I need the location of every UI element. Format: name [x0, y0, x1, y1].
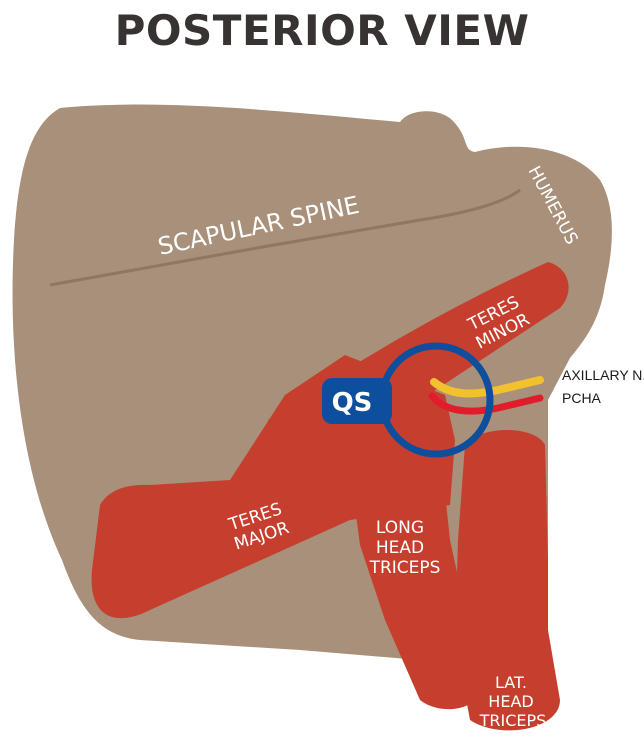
qs-label: QS	[332, 388, 373, 418]
long-head-line-2: HEAD	[376, 538, 424, 558]
long-head-line-3: TRICEPS	[369, 558, 441, 578]
lat-head-line-2: HEAD	[488, 692, 533, 711]
lat-head-line-3: TRICEPS	[479, 711, 547, 730]
pcha-label: PCHA	[562, 390, 602, 406]
lat-head-line-1: LAT.	[495, 673, 527, 692]
long-head-line-1: LONG	[376, 518, 424, 538]
axillary-nerve-label: AXILLARY N.	[562, 367, 644, 383]
